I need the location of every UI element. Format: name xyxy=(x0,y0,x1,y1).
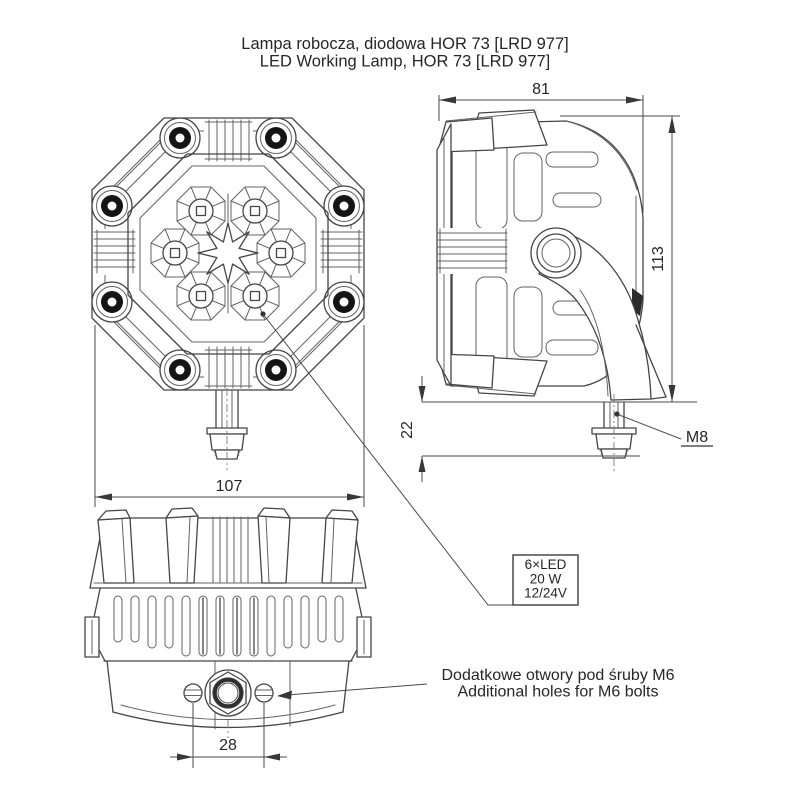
title-block: Lampa robocza, diodowa HOR 73 [LRD 977] … xyxy=(241,35,568,71)
bottom-feet xyxy=(97,507,359,584)
front-fins-right xyxy=(320,229,363,275)
front-center-star xyxy=(197,222,259,284)
side-view xyxy=(436,109,667,473)
front-view xyxy=(91,117,365,470)
dimension-stud-length: 22 xyxy=(399,376,640,482)
front-corner-straps xyxy=(106,132,350,376)
dim-107-text: 107 xyxy=(216,478,243,495)
spec-box: 6×LED 20 W 12/24V xyxy=(512,554,579,606)
front-lens-bezel-outer xyxy=(127,153,329,355)
front-lens-bezel-inner xyxy=(139,165,317,343)
side-mounting-stud xyxy=(591,394,637,473)
bottom-m6-hole-left xyxy=(183,683,203,703)
title-english: LED Working Lamp, HOR 73 [LRD 977] xyxy=(260,53,550,71)
front-fins-top xyxy=(204,119,253,162)
bottom-view xyxy=(84,507,372,738)
label-m8: M8 xyxy=(614,411,713,447)
title-polish: Lampa robocza, diodowa HOR 73 [LRD 977] xyxy=(241,35,568,53)
front-outer-octagon xyxy=(91,117,365,391)
note-m6-polish: Dodatkowe otwory pod śruby M6 xyxy=(442,667,675,684)
dimension-front-width: 107 xyxy=(94,325,365,507)
spec-voltage: 12/24V xyxy=(524,586,567,601)
dimension-side-height: 113 xyxy=(422,115,697,403)
note-m6-leader xyxy=(277,683,428,700)
spec-power: 20 W xyxy=(530,572,562,587)
bottom-cable-lines xyxy=(212,516,249,584)
dim-22-text: 22 xyxy=(399,421,416,439)
dim-81-text: 81 xyxy=(532,81,550,98)
spec-leader xyxy=(260,311,513,606)
side-left-fins xyxy=(437,228,508,274)
bottom-fin-band xyxy=(92,588,364,662)
dim-113-text: 113 xyxy=(650,246,667,272)
front-inner-octagon xyxy=(104,130,352,378)
side-corner-bosses xyxy=(437,109,548,397)
dimension-side-depth: 81 xyxy=(438,81,644,213)
m8-text: M8 xyxy=(686,429,708,446)
note-m6: Dodatkowe otwory pod śruby M6 Additional… xyxy=(442,667,675,701)
m8-leader-dot xyxy=(614,411,620,417)
bottom-roof xyxy=(89,517,367,589)
bottom-m6-hole-right xyxy=(254,683,274,703)
bottom-side-tabs xyxy=(84,616,372,658)
dimension-bolt-hole-spacing: 28 xyxy=(170,703,287,768)
dim-28-text: 28 xyxy=(219,737,237,754)
front-fins-bottom xyxy=(204,346,253,389)
front-led-cluster xyxy=(150,186,306,321)
front-mounting-stud xyxy=(206,388,248,470)
spec-leds: 6×LED xyxy=(525,557,567,572)
side-pivot-boss xyxy=(530,227,582,279)
bottom-hex-nut xyxy=(204,669,252,738)
front-fins-left xyxy=(93,229,136,275)
note-m6-english: Additional holes for M6 bolts xyxy=(458,684,659,701)
